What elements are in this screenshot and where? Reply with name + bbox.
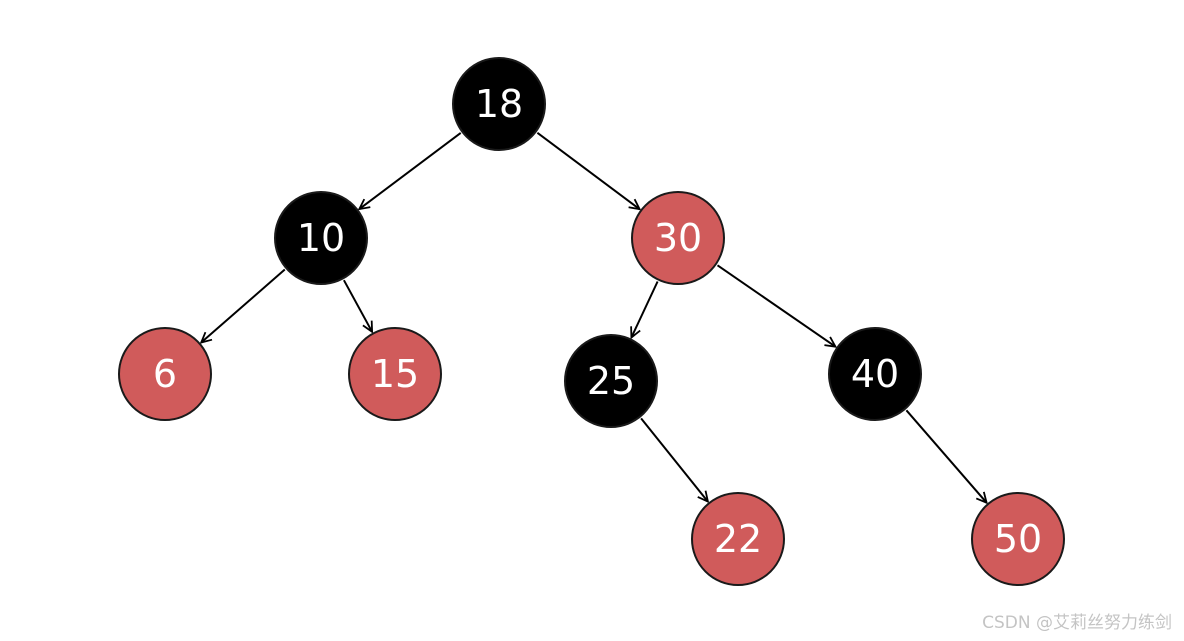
- tree-node-10: 10: [274, 191, 368, 285]
- node-label: 18: [475, 82, 523, 126]
- tree-node-22: 22: [691, 492, 785, 586]
- watermark: CSDN @艾莉丝努力练剑: [982, 613, 1172, 633]
- node-label: 40: [851, 352, 899, 396]
- node-circle-black: [452, 57, 546, 151]
- node-label: 22: [714, 517, 762, 561]
- tree-node-30: 30: [631, 191, 725, 285]
- node-circle-red: [691, 492, 785, 586]
- node-circle-red: [118, 327, 212, 421]
- tree-node-18: 18: [452, 57, 546, 151]
- edge-30-to-40: [716, 264, 836, 346]
- node-circle-red: [971, 492, 1065, 586]
- edge-30-to-25: [631, 281, 659, 338]
- edge-18-to-10: [359, 132, 462, 209]
- node-circle-black: [274, 191, 368, 285]
- node-circle-red: [631, 191, 725, 285]
- tree-node-50: 50: [971, 492, 1065, 586]
- node-label: 25: [587, 359, 635, 403]
- edge-40-to-50: [905, 409, 986, 502]
- edge-18-to-30: [536, 131, 639, 209]
- node-circle-black: [564, 334, 658, 428]
- node-label: 15: [371, 352, 419, 396]
- node-circle-red: [348, 327, 442, 421]
- edge-25-to-22: [640, 417, 708, 501]
- node-label: 50: [994, 517, 1042, 561]
- nodes-layer: 18 10 30 6 15 25 40 22 50: [118, 57, 1065, 586]
- tree-node-6: 6: [118, 327, 212, 421]
- node-label: 30: [654, 216, 702, 260]
- node-circle-black: [828, 327, 922, 421]
- edge-10-to-15: [343, 279, 372, 332]
- edges-layer: [201, 131, 986, 503]
- tree-node-40: 40: [828, 327, 922, 421]
- tree-node-25: 25: [564, 334, 658, 428]
- node-label: 6: [153, 352, 177, 396]
- edge-10-to-6: [201, 268, 286, 343]
- node-label: 10: [297, 216, 345, 260]
- tree-node-15: 15: [348, 327, 442, 421]
